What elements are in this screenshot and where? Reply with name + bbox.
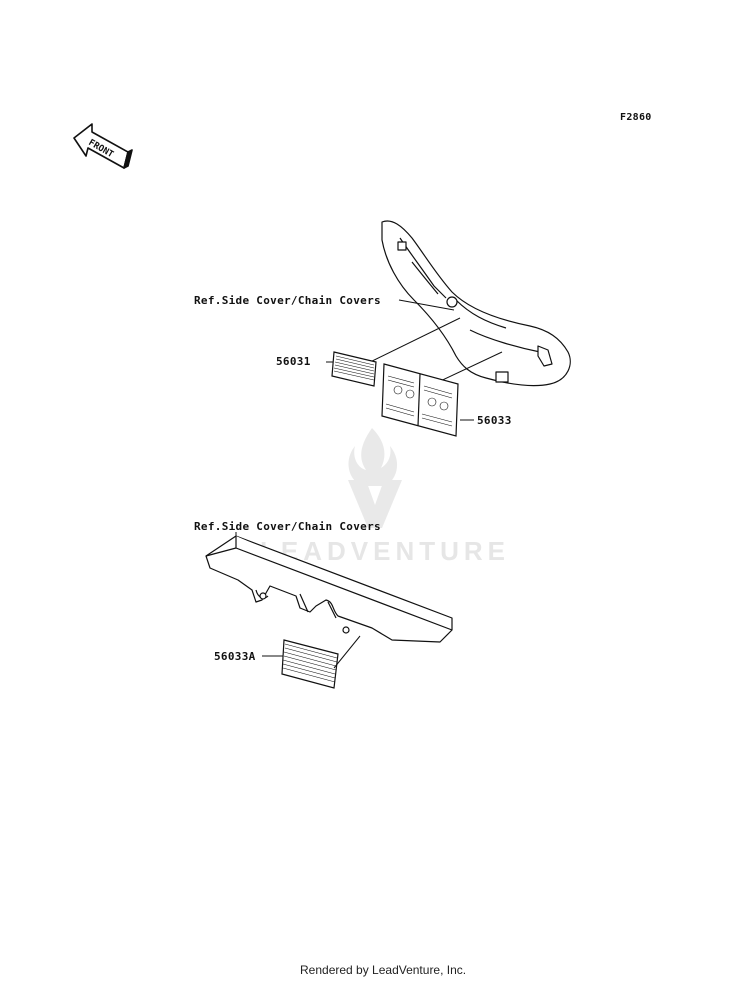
callout-ref-upper: Ref.Side Cover/Chain Covers	[194, 294, 381, 307]
callout-56031: 56031	[276, 355, 311, 368]
callout-56033: 56033	[477, 414, 512, 427]
callout-56033a: 56033A	[214, 650, 256, 663]
leader-lines-upper	[326, 299, 503, 421]
callout-ref-lower: Ref.Side Cover/Chain Covers	[194, 520, 381, 533]
watermark-logo	[348, 428, 402, 528]
label-56033-part	[381, 363, 459, 437]
front-arrow-icon: FRONT	[73, 123, 133, 169]
side-cover-part	[381, 220, 571, 387]
footer-credit: Rendered by LeadVenture, Inc.	[300, 963, 467, 977]
chain-cover-part	[205, 535, 453, 643]
leader-lines-lower	[235, 532, 361, 669]
figure-code: F2860	[620, 112, 652, 123]
label-56033a-part	[281, 639, 339, 689]
label-56031-part	[331, 351, 377, 387]
